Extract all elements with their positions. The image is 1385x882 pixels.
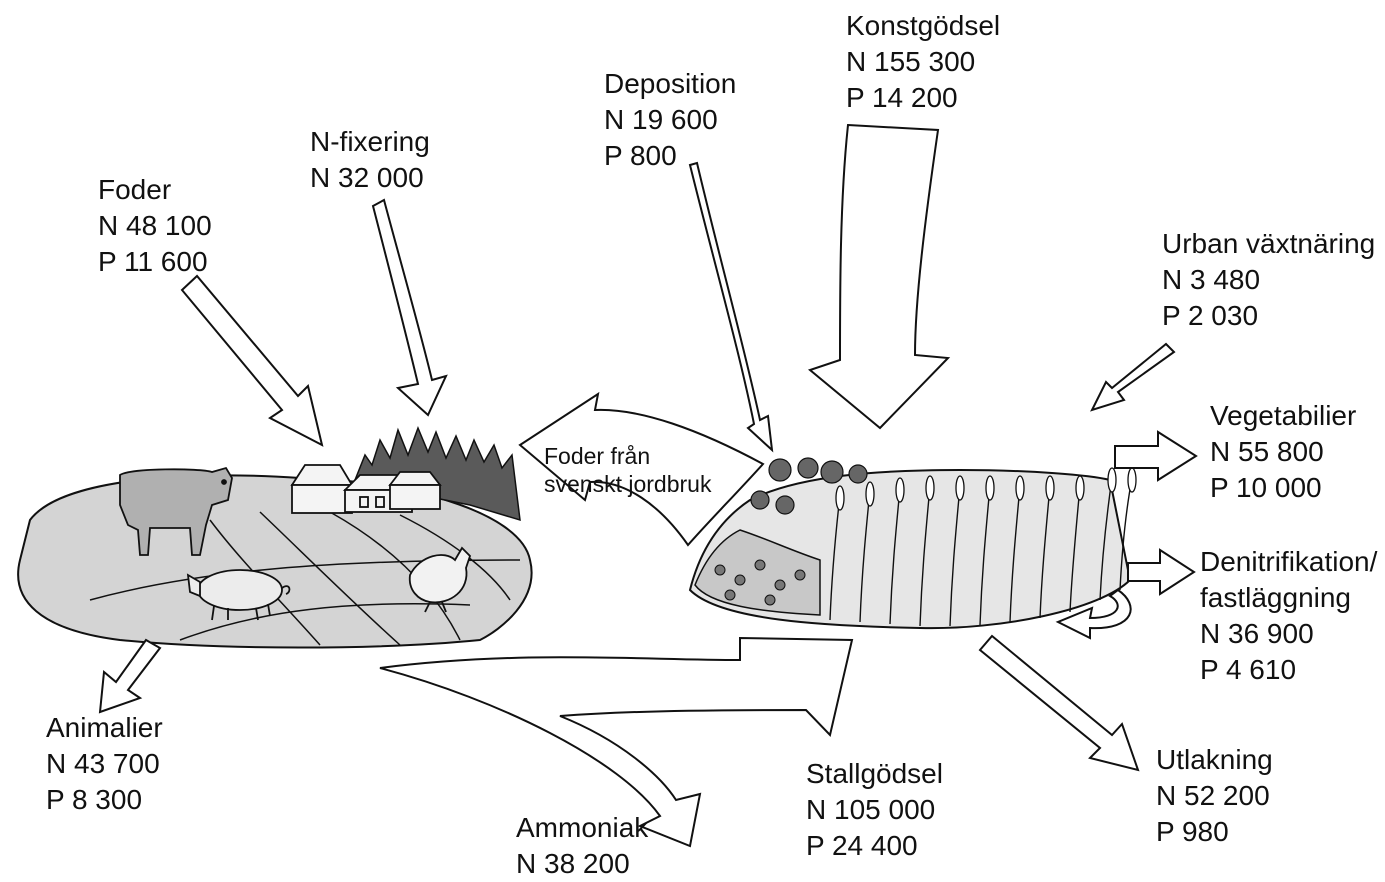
denitrifikation-name-1: Denitrifikation/ <box>1200 544 1377 580</box>
crop-field-scene <box>690 458 1136 628</box>
vegetabilier-n: N 55 800 <box>1210 434 1356 470</box>
konstgodsel-p: P 14 200 <box>846 80 1000 116</box>
label-foder: Foder N 48 100 P 11 600 <box>98 172 212 280</box>
label-ammoniak: Ammoniak N 38 200 <box>516 810 648 882</box>
label-deposition: Deposition N 19 600 P 800 <box>604 66 736 174</box>
label-urban-vaxtnaring: Urban växtnäring N 3 480 P 2 030 <box>1162 226 1375 334</box>
ammoniak-name: Ammoniak <box>516 810 648 846</box>
deposition-p: P 800 <box>604 138 736 174</box>
arrow-denitrifikation-out <box>1128 550 1194 594</box>
konstgodsel-n: N 155 300 <box>846 44 1000 80</box>
vegetabilier-name: Vegetabilier <box>1210 398 1356 434</box>
denitrifikation-n: N 36 900 <box>1200 616 1377 652</box>
utlakning-p: P 980 <box>1156 814 1273 850</box>
arrow-konstgodsel-in <box>810 125 948 428</box>
urban-name: Urban växtnäring <box>1162 226 1375 262</box>
n-fixering-name: N-fixering <box>310 124 430 160</box>
arrow-deposition-in <box>690 163 772 450</box>
arrow-foder-in <box>182 276 322 445</box>
utlakning-n: N 52 200 <box>1156 778 1273 814</box>
deposition-n: N 19 600 <box>604 102 736 138</box>
konstgodsel-name: Konstgödsel <box>846 8 1000 44</box>
label-konstgodsel: Konstgödsel N 155 300 P 14 200 <box>846 8 1000 116</box>
urban-n: N 3 480 <box>1162 262 1375 298</box>
foder-svenskt-line2: svenskt jordbruk <box>544 471 712 497</box>
label-utlakning: Utlakning N 52 200 P 980 <box>1156 742 1273 850</box>
animalier-n: N 43 700 <box>46 746 163 782</box>
animalier-p: P 8 300 <box>46 782 163 818</box>
livestock-farm-scene <box>18 428 531 648</box>
stallgodsel-n: N 105 000 <box>806 792 943 828</box>
foder-name: Foder <box>98 172 212 208</box>
label-stallgodsel: Stallgödsel N 105 000 P 24 400 <box>806 756 943 864</box>
utlakning-name: Utlakning <box>1156 742 1273 778</box>
foder-p: P 11 600 <box>98 244 212 280</box>
label-n-fixering: N-fixering N 32 000 <box>310 124 430 196</box>
vegetabilier-p: P 10 000 <box>1210 470 1356 506</box>
stallgodsel-p: P 24 400 <box>806 828 943 864</box>
arrow-animalier-out <box>100 640 160 712</box>
ammoniak-n: N 38 200 <box>516 846 648 882</box>
denitrifikation-name-2: fastläggning <box>1200 580 1377 616</box>
arrow-utlakning-out <box>980 636 1138 770</box>
label-denitrifikation: Denitrifikation/ fastläggning N 36 900 P… <box>1200 544 1377 688</box>
label-vegetabilier: Vegetabilier N 55 800 P 10 000 <box>1210 398 1356 506</box>
denitrifikation-p: P 4 610 <box>1200 652 1377 688</box>
arrow-vegetabilier-out <box>1115 432 1196 480</box>
arrow-urban-in <box>1092 344 1174 410</box>
animalier-name: Animalier <box>46 710 163 746</box>
label-animalier: Animalier N 43 700 P 8 300 <box>46 710 163 818</box>
stallgodsel-name: Stallgödsel <box>806 756 943 792</box>
n-fixering-n: N 32 000 <box>310 160 430 196</box>
deposition-name: Deposition <box>604 66 736 102</box>
foder-n: N 48 100 <box>98 208 212 244</box>
urban-p: P 2 030 <box>1162 298 1375 334</box>
arrow-n-fixering-in <box>373 200 446 415</box>
foder-svenskt-line1: Foder från <box>544 443 650 469</box>
